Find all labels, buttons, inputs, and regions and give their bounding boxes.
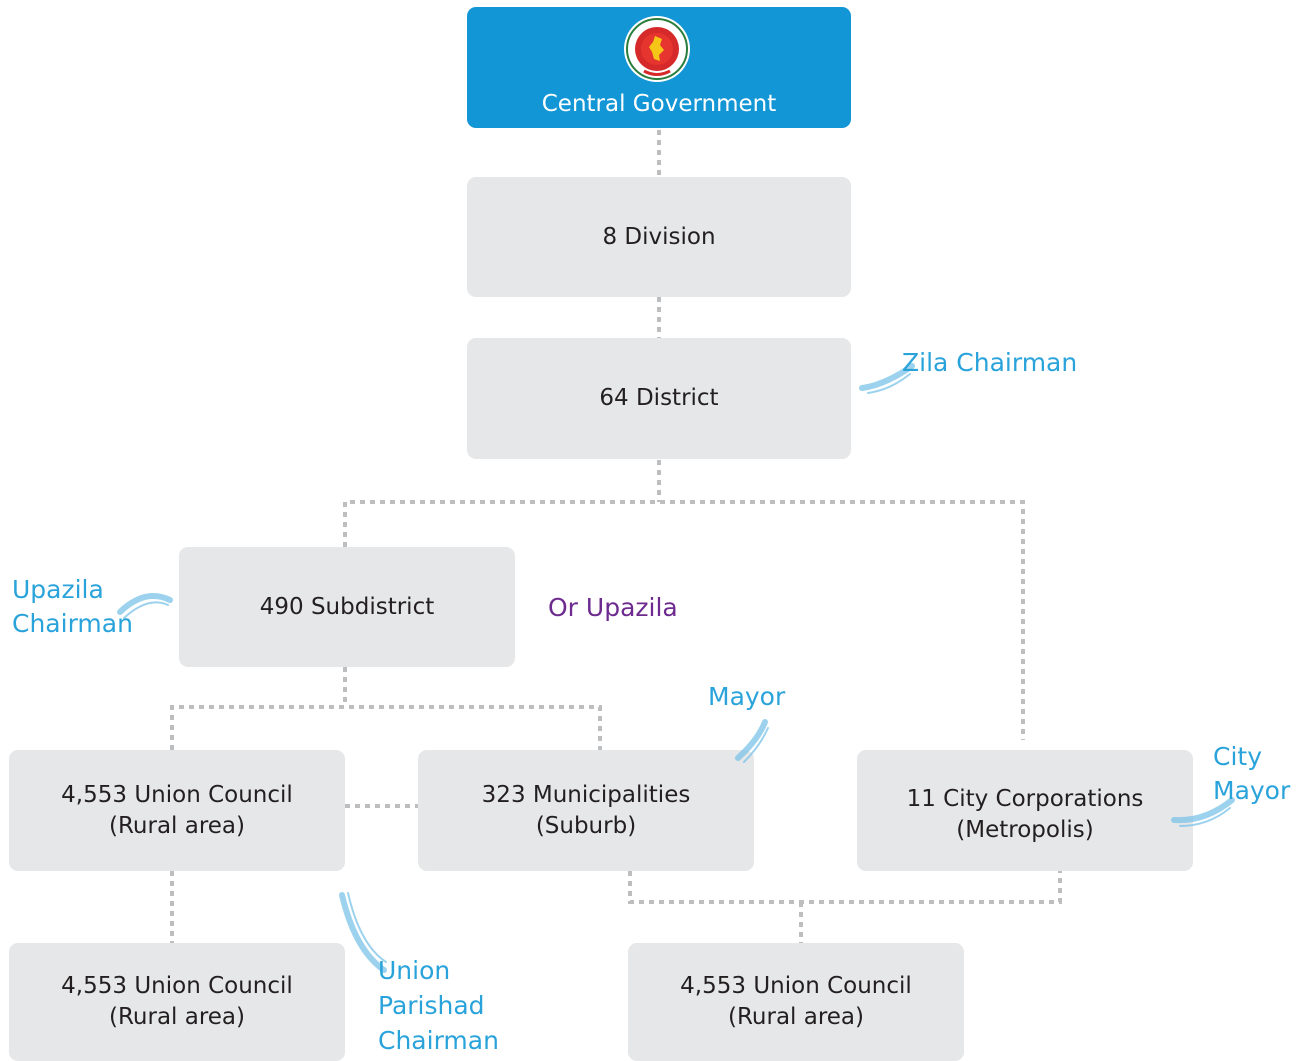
- district-node: 64 District: [467, 338, 851, 459]
- brush-stroke-icon: [123, 601, 169, 619]
- upazila-chairman-label-line2: Chairman: [12, 609, 133, 638]
- union-council-node-3: 4,553 Union Council (Rural area): [628, 943, 964, 1061]
- brush-stroke-icon: [117, 593, 173, 615]
- subdistrict-node: 490 Subdistrict: [179, 547, 515, 667]
- brush-stroke-icon: [867, 373, 911, 394]
- union-council-2-sublabel: (Rural area): [108, 1004, 245, 1030]
- central-government-node: Central Government: [467, 7, 851, 128]
- brush-stroke-icon: [339, 892, 387, 973]
- municipalities-label: 323 Municipalities: [481, 781, 691, 808]
- union-parishad-chairman-line2: Parishad: [378, 991, 485, 1020]
- union-council-1-label: 4,553 Union Council: [61, 781, 293, 808]
- union-council-node-2: 4,553 Union Council (Rural area): [9, 943, 345, 1061]
- union-council-1-sublabel: (Rural area): [108, 812, 245, 839]
- division-node: 8 Division: [467, 177, 851, 297]
- brush-stroke-icon: [859, 363, 915, 391]
- mayor-label: Mayor: [708, 682, 786, 711]
- or-upazila-label: Or Upazila: [548, 593, 678, 622]
- city-corporations-sublabel: (Metropolis): [956, 816, 1094, 843]
- union-parishad-chairman-line1: Union: [378, 956, 451, 985]
- division-label: 8 Division: [602, 223, 716, 250]
- brush-stroke-icon: [347, 892, 387, 963]
- central-government-label: Central Government: [541, 91, 777, 117]
- city-corporations-node: 11 City Corporations (Metropolis): [857, 750, 1193, 871]
- city-mayor-label-line1: City: [1213, 742, 1262, 771]
- union-council-node-1: 4,553 Union Council (Rural area): [9, 750, 345, 871]
- union-council-3-label: 4,553 Union Council: [680, 973, 912, 999]
- brush-stroke-icon: [1171, 797, 1235, 824]
- union-council-2-label: 4,553 Union Council: [61, 973, 293, 999]
- city-corporations-label: 11 City Corporations: [906, 785, 1144, 812]
- district-label: 64 District: [599, 385, 719, 411]
- brush-stroke-icon: [743, 727, 769, 763]
- brush-stroke-icon: [735, 719, 768, 761]
- subdistrict-label: 490 Subdistrict: [259, 593, 435, 620]
- union-parishad-chairman-line3: Chairman: [378, 1026, 499, 1055]
- upazila-chairman-label-line1: Upazila: [12, 575, 104, 604]
- union-council-3-sublabel: (Rural area): [727, 1004, 864, 1030]
- zila-chairman-label: Zila Chairman: [902, 348, 1078, 377]
- government-seal-icon: [624, 16, 690, 82]
- city-mayor-label-line2: Mayor: [1213, 776, 1291, 805]
- municipalities-node: 323 Municipalities (Suburb): [418, 750, 754, 871]
- brush-stroke-icon: [1179, 807, 1231, 827]
- municipalities-sublabel: (Suburb): [535, 812, 637, 839]
